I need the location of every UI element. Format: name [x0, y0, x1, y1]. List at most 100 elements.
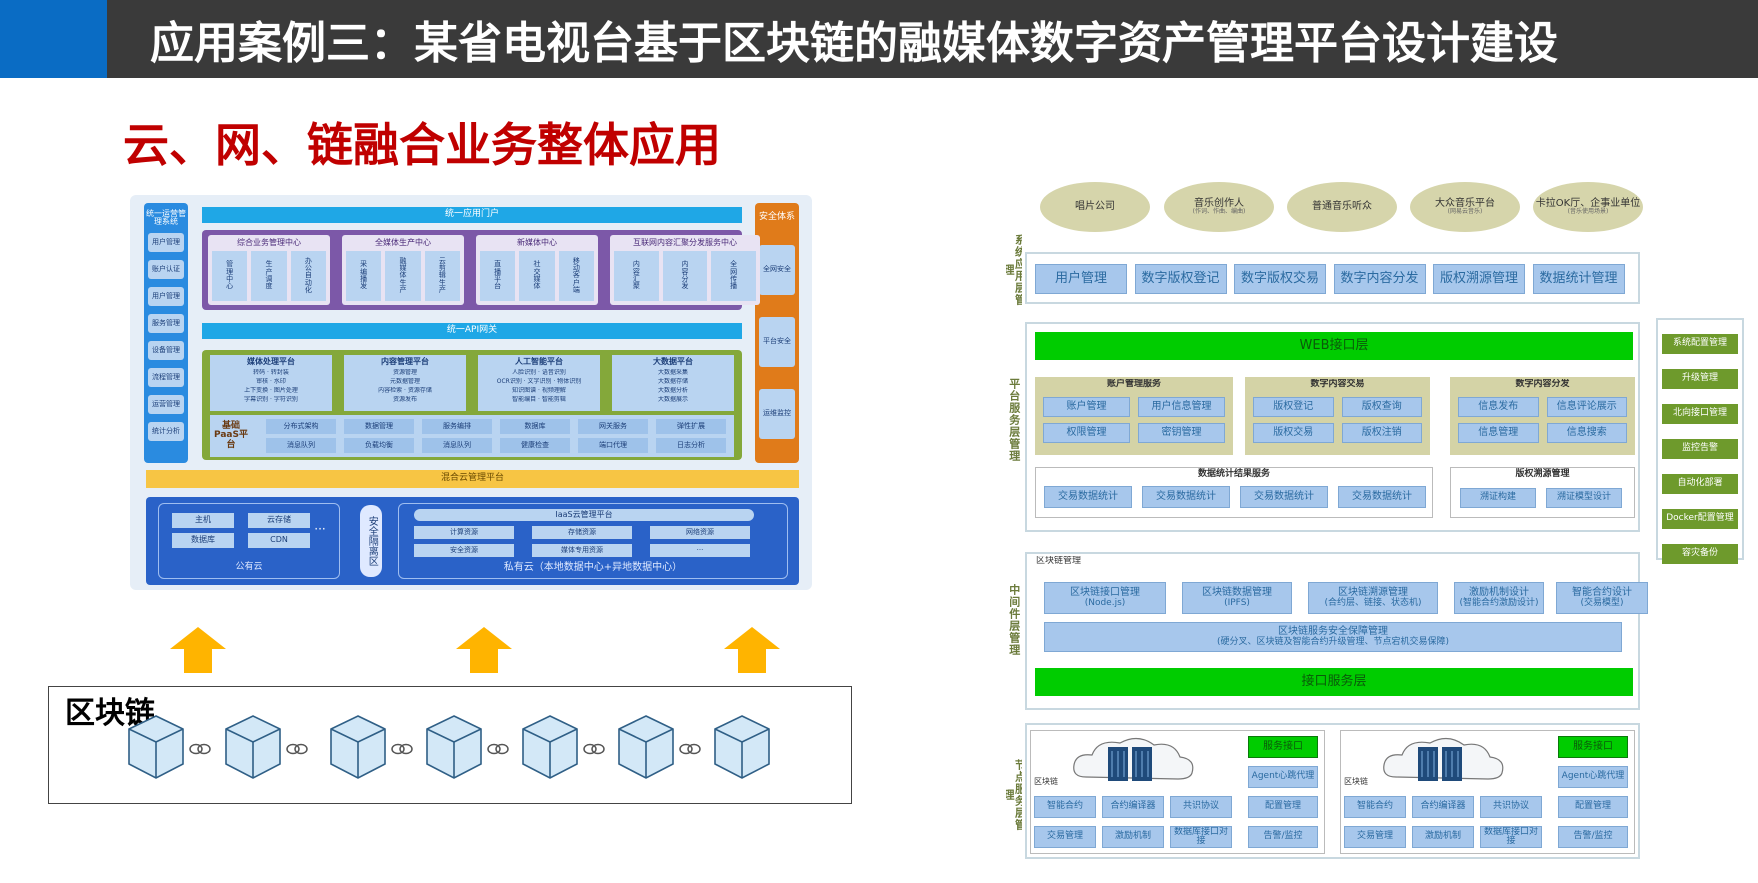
- platform-group: [344, 355, 466, 411]
- service-group-title: 数字内容交易: [1310, 379, 1365, 390]
- ops-side-item: 升级管理: [1662, 369, 1738, 389]
- node-grid-item: 交易管理: [1034, 826, 1096, 848]
- stats-item: 交易数据统计: [1142, 486, 1230, 508]
- node-grid-item: 激励机制: [1102, 826, 1164, 848]
- layer-label: 平台服务层管理: [1007, 378, 1021, 462]
- ops-sidebar-item: 用户管理: [148, 287, 184, 306]
- header-accent: [0, 0, 107, 78]
- iaas-item: 媒体专用资源: [532, 544, 632, 557]
- private-cloud-box: [398, 503, 788, 579]
- role-oval-sub: (作词、作曲、编曲): [1192, 208, 1246, 216]
- ops-sidebar-item: 服务管理: [148, 314, 184, 333]
- middleware-security-bar: 区块链服务安全保障管理(硬分叉、区块链及智能合约升级管理、节点宕机交易保障): [1044, 622, 1622, 652]
- chain-link-icon: [487, 743, 509, 755]
- app-function-button: 版权溯源管理: [1433, 264, 1525, 294]
- platform-group-line: 大数据采集: [657, 369, 688, 377]
- paas-item: 消息队列: [422, 438, 492, 453]
- up-arrow: [456, 627, 512, 673]
- app-function-button: 数字版权交易: [1234, 264, 1326, 294]
- security-zone: 安全隔离区: [360, 505, 382, 577]
- ops-sidebar-item: 账户认证: [148, 260, 184, 279]
- node-cluster-label: 区块链: [1344, 776, 1368, 786]
- middleware-item-sub: (Node.js): [1084, 597, 1126, 608]
- block-cube: [330, 715, 386, 779]
- chain-link-icon: [679, 743, 701, 755]
- role-oval: 卡拉OK厅、企事业单位(音乐使用场景): [1533, 182, 1643, 232]
- public-cloud-label: 公有云: [235, 562, 263, 573]
- role-oval: 普通音乐听众: [1287, 182, 1397, 232]
- service-item: 账户管理: [1043, 397, 1130, 417]
- chain-link-icon: [189, 743, 211, 755]
- center-group-item: 生 产 调 度: [251, 251, 287, 301]
- center-group-item: 管 理 中 心: [212, 251, 248, 301]
- node-grid-item: 激励机制: [1412, 826, 1474, 848]
- center-group-item: 融 媒 体 生 产: [385, 251, 421, 301]
- public-cloud-box: [158, 503, 340, 579]
- center-group-title: 新媒体中心: [517, 237, 557, 247]
- role-oval-sub: (网易云音乐): [1447, 208, 1483, 216]
- service-item: 版权交易: [1253, 423, 1334, 443]
- center-group-title: 综合业务管理中心: [237, 237, 301, 247]
- web-api-bar: WEB接口层: [1035, 332, 1633, 360]
- platform-group-title: 内容管理平台: [381, 357, 429, 367]
- stats-item: 交易数据统计: [1338, 486, 1426, 508]
- stats-box: [1035, 467, 1433, 518]
- center-group-item: 采 编 播 发: [346, 251, 382, 301]
- node-grid-item: 合约编译器: [1412, 796, 1474, 818]
- role-oval: 唱片公司: [1040, 182, 1150, 232]
- ops-sidebar-item: 运营管理: [148, 395, 184, 414]
- center-group-item: 云 剪 辑 生 产: [424, 251, 460, 301]
- layer-label: 节点服务层管理: [1006, 759, 1022, 831]
- platform-group-title: 媒体处理平台: [247, 357, 295, 367]
- middleware-item: 激励机制设计(智能合约激励设计): [1454, 582, 1544, 614]
- cloud-server-icon: [1073, 737, 1194, 781]
- ops-side-item: 监控告警: [1662, 439, 1738, 459]
- node-side-item: 配置管理: [1248, 796, 1318, 818]
- iaas-title: IaaS云管理平台: [414, 509, 754, 521]
- layer-label: 中间件层管理: [1007, 584, 1021, 656]
- security-column-item: 运维监控: [759, 389, 795, 439]
- app-function-button: 数据统计管理: [1532, 264, 1625, 294]
- middleware-item-sub: (智能合约激励设计): [1459, 597, 1539, 608]
- app-function-button: 用户管理: [1035, 264, 1127, 294]
- ops-side-item: 北向接口管理: [1662, 404, 1738, 424]
- ops-sidebar-item: 用户管理: [148, 233, 184, 252]
- center-group-title: 互联网内容汇聚分发服务中心: [633, 237, 737, 247]
- middleware-item-main: 区块链接口管理: [1070, 587, 1140, 599]
- iaas-item: 存储资源: [532, 526, 632, 539]
- api-service-bar: 接口服务层: [1035, 668, 1633, 696]
- ellipsis-text: ···: [314, 521, 326, 536]
- platform-group: [612, 355, 734, 411]
- node-side-item: 配置管理: [1558, 796, 1628, 818]
- ops-side-item: 自动化部署: [1662, 474, 1738, 494]
- public-cloud-item: CDN: [248, 533, 310, 548]
- paas-item: 数据库: [500, 419, 570, 434]
- node-grid-item: 智能合约: [1344, 796, 1406, 818]
- node-grid-item: 交易管理: [1344, 826, 1406, 848]
- platform-group-title: 人工智能平台: [515, 357, 563, 367]
- center-group-item: 内 容 分 发: [662, 251, 708, 301]
- api-gateway-bar: 统一API网关: [202, 323, 742, 339]
- platform-group-line: 资源管理: [392, 369, 417, 377]
- unified-portal-bar: 统一应用门户: [202, 207, 742, 223]
- middleware-title: 区块链管理: [1036, 556, 1082, 567]
- service-item: 版权注销: [1341, 423, 1422, 443]
- service-item: 密钥管理: [1138, 423, 1225, 443]
- platform-group-line: 大数据存储: [657, 378, 688, 386]
- private-cloud-label: 私有云（本地数据中心+异地数据中心）: [503, 561, 683, 573]
- platform-group-line: 大数据展示: [657, 396, 688, 404]
- stats-title: 数据统计结果服务: [1197, 469, 1270, 480]
- iaas-item: 安全资源: [414, 544, 514, 557]
- platform-group-line: 内容检索 · 资源存储: [378, 387, 432, 395]
- service-item: 信息管理: [1458, 423, 1539, 443]
- section-subtitle: 云、网、链融合业务整体应用: [123, 118, 721, 172]
- platform-group-line: 大数据分析: [657, 387, 688, 395]
- up-arrow: [170, 627, 226, 673]
- middleware-item-sub: (IPFS): [1224, 597, 1250, 608]
- ops-sidebar-item: 设备管理: [148, 341, 184, 360]
- role-oval-main: 大众音乐平台: [1435, 197, 1495, 209]
- service-item: 版权查询: [1341, 397, 1422, 417]
- role-oval: 大众音乐平台(网易云音乐): [1410, 182, 1520, 232]
- service-item: 信息发布: [1458, 397, 1539, 417]
- role-oval-main: 卡拉OK厅、企事业单位: [1535, 197, 1641, 209]
